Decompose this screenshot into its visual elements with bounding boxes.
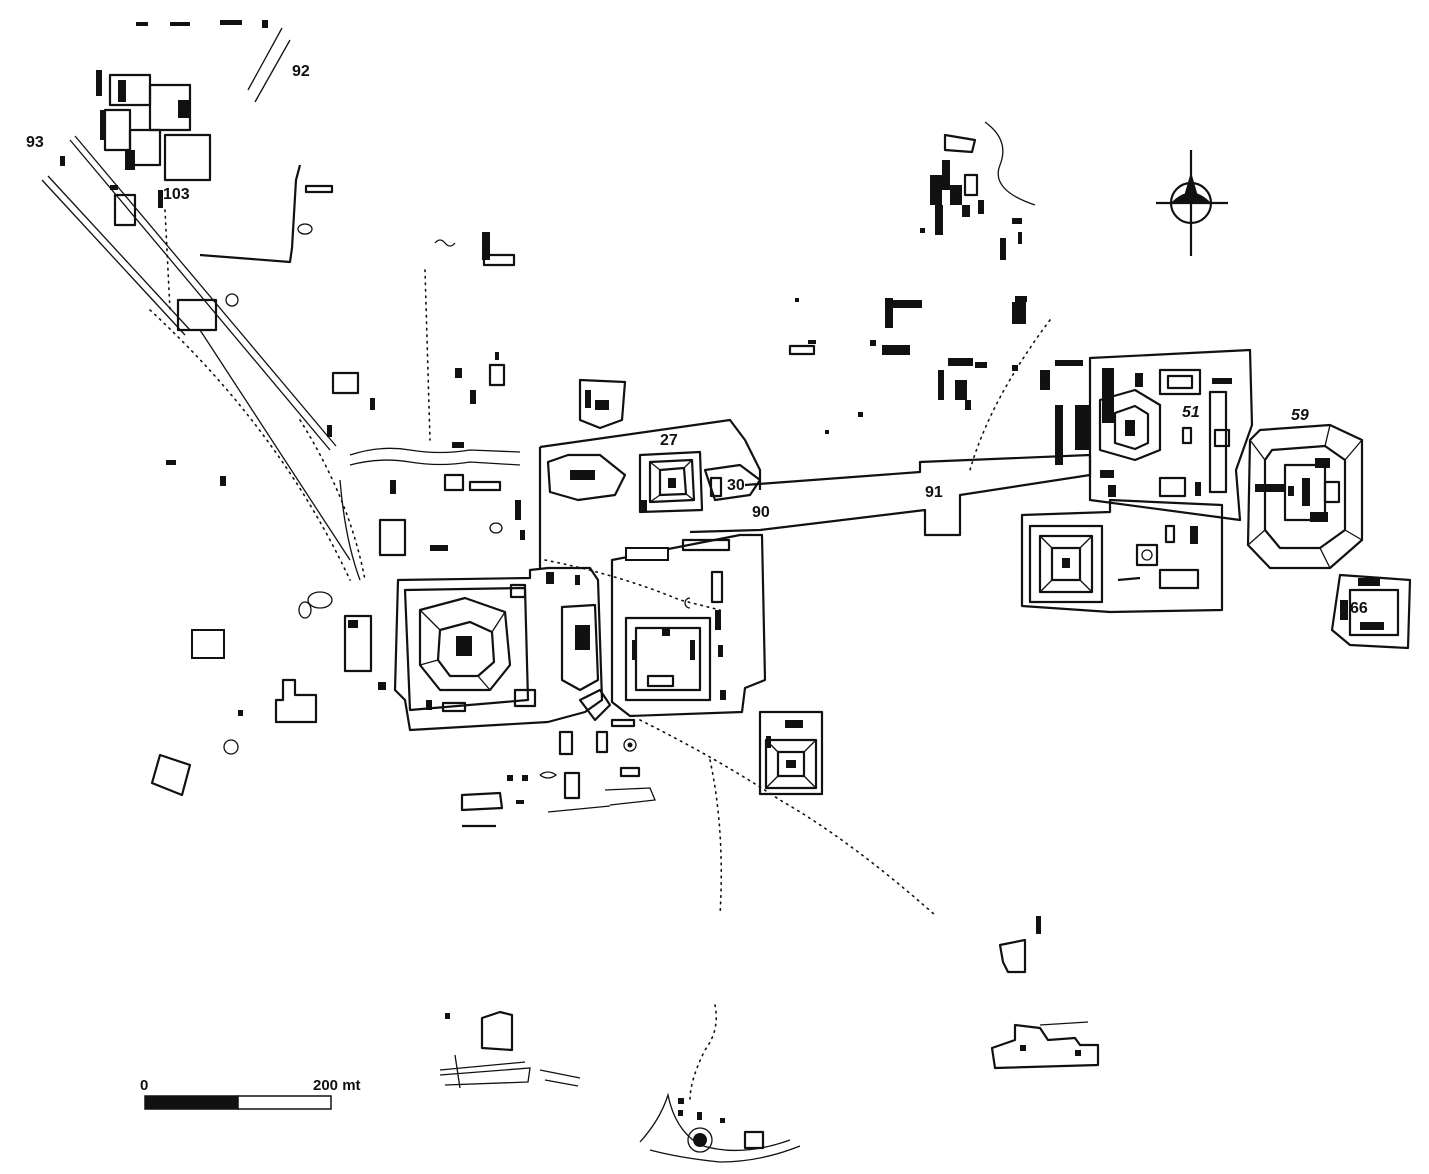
label-structure-91: 91 [925,484,943,501]
label-structure-90: 90 [752,504,770,521]
scale-bar-filled-segment [144,1095,239,1110]
label-structure-27: 27 [660,432,678,449]
acropolis-west-platform [343,614,386,690]
label-structure-66: 66 [1350,600,1368,617]
northeast-scattered [788,121,1036,434]
west-small-structures [150,371,375,797]
compass-rose-icon [1156,150,1228,256]
east-acropolis-51 [1040,348,1254,522]
scale-bar-start-label: 0 [140,1077,148,1094]
top-edge-fragments [136,20,268,28]
central-quadrangle [610,533,767,718]
scale-bar-end-label: 200 mt [313,1077,361,1094]
main-acropolis [393,566,612,732]
label-structure-103: 103 [163,186,190,203]
causeway-93 [41,135,351,561]
label-structure-30: 30 [727,477,745,494]
structure-59 [1246,423,1364,570]
enclosure-wall-west [176,164,334,332]
label-structure-92: 92 [292,63,310,80]
label-structure-59: 59 [1291,407,1309,424]
far-southeast-structures [990,916,1100,1070]
east-south-plaza [1020,498,1224,614]
far-south-structures [439,1004,801,1163]
south-cluster [460,718,656,828]
scale-bar-empty-segment [237,1095,332,1110]
structure-25 [546,453,627,502]
structure-30 [703,463,762,502]
dotted-trails [149,209,1051,916]
central-west-complex [339,232,525,581]
causeway-90-91 [538,418,1092,570]
causeway-92 [247,27,291,103]
label-structure-51: 51 [1182,404,1200,421]
scale-bar: 0 200 mt [140,1077,361,1110]
structure-group-103 [60,70,212,227]
southeast-pyramid [758,710,824,796]
structure-north-27 [578,378,627,430]
structure-66 [1330,573,1412,650]
structure-27 [638,450,704,514]
label-structure-93: 93 [26,134,44,151]
